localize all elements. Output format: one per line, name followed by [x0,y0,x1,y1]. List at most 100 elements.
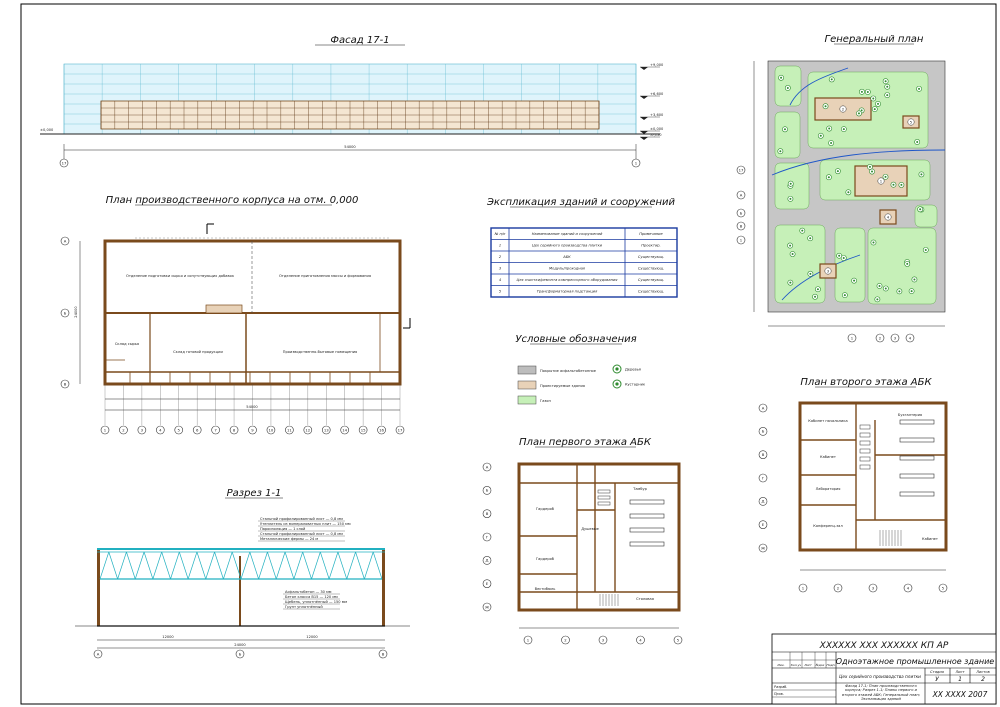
section-axis: Б [235,649,245,659]
title-code: XXXXXX XXX XXXXXX КП АР [819,641,949,651]
svg-text:А: А [762,405,765,410]
gp-building-number: 4 [887,214,890,219]
section-floor-note: Щебень, уплотнённый — 150 мм [285,600,347,604]
svg-text:2: 2 [564,637,567,642]
title-role-header: Изм. [777,663,784,667]
legend-title: Условные обозначения [515,333,636,345]
svg-text:В: В [64,381,67,386]
abk2-room-label: Кабинет [820,455,836,459]
legend-swatch [517,395,537,405]
explication-cell: Трансформаторная подстанция [537,290,598,294]
svg-text:Б: Б [486,488,489,493]
plan-axis-col: 6 [192,425,202,435]
facade-level-mark: -0,150 [650,133,662,137]
svg-text:1: 1 [851,335,854,340]
gp-building-number: 3 [827,268,830,273]
svg-text:16: 16 [379,427,384,432]
title-stage: У [935,676,939,683]
explication-header-cell: Наименование зданий и сооружений [532,232,603,236]
gp-building-number: 5 [910,119,913,124]
section-note: Стальной профилированный лист — 0,8 мм [260,517,343,521]
legend-label: Проектируемые здания [540,384,585,388]
plan-room-2: Отделение приготовления массы и формован… [279,274,371,278]
lawn-area [867,227,937,305]
plan-room-5: Производственно-бытовые помещения [283,350,357,354]
gp-axis-col: 4 [905,333,915,343]
svg-text:11: 11 [287,427,292,432]
explication-cell: Существующ. [638,290,664,294]
svg-text:3: 3 [872,585,875,590]
section-note: Утеплитель из минераловатных плит — 150 … [260,522,351,526]
gp-axis-col: 1 [847,333,857,343]
abk-second-floor-plan: План второго этажа АБК Кабинет начальник… [758,377,948,593]
facade-title: Фасад 17-1 [330,35,389,46]
svg-text:5: 5 [178,427,181,432]
svg-text:5: 5 [677,637,680,642]
gp-axis-row: А [736,190,746,200]
svg-text:7: 7 [214,427,217,432]
abk2-room-label: Лаборатория [816,487,841,491]
section-dim-total: 24000 [234,643,246,647]
svg-text:Б: Б [64,310,67,315]
abk2-axis-col: 2 [833,583,843,593]
svg-text:13: 13 [324,427,329,432]
gp-axis-col: 2 [875,333,885,343]
svg-text:Б: Б [239,651,242,656]
svg-text:3: 3 [141,427,144,432]
section-dim-left: 12000 [162,635,174,639]
genplan-title: Генеральный план [825,34,924,45]
section-floor-note: Грунт уплотнённый [285,605,323,609]
explication-cell: 4 [499,278,502,282]
svg-text:14: 14 [342,427,347,432]
plan-axis-col: 12 [303,425,313,435]
abk1-room-label: Вестибюль [535,587,556,591]
svg-text:4: 4 [639,637,642,642]
title-subject: Одноэтажное промышленное здание [836,657,995,666]
abk1-axis-col: 1 [523,635,533,645]
abk1-title: План первого этажа АБК [519,437,652,448]
svg-text:2: 2 [879,335,882,340]
svg-text:В: В [762,452,765,457]
explication-cell: Существующ. [638,267,664,271]
title-person-role: Пров. [774,692,784,696]
legend-swatch [517,365,537,375]
explication-cell: 2 [499,255,502,259]
facade-level-mark-left: ±0,000 [40,128,54,132]
abk1-axis-col: 3 [598,635,608,645]
legend-label: Газон [540,399,552,403]
svg-text:Г: Г [486,534,489,539]
svg-text:10: 10 [269,427,274,432]
plan-title: План производственного корпуса на отм. 0… [106,195,359,206]
abk2-room-label: Кабинет начальника [808,419,847,423]
svg-text:Д: Д [762,499,765,504]
plan-room-1: Отделение подготовки сырья и сопутствующ… [126,274,235,278]
section-floor-note: Бетон класса B15 — 120 мм [285,595,338,599]
svg-text:Е: Е [486,581,489,586]
svg-text:А: А [97,651,100,656]
abk2-axis-row: Ж [758,543,768,553]
title-sheet-desc: Цех серийного производства плитки [839,674,921,679]
svg-text:4: 4 [909,335,912,340]
explication-header-cell: Примечание [639,232,663,236]
plan-axis-col: 11 [285,425,294,435]
abk2-axis-row: Г [758,473,768,483]
legend-label: Покрытие асфальтобетонное [540,369,597,373]
facade-dim-total: 54000 [344,145,356,149]
abk-first-floor-plan: План первого этажа АБК ГардеробГардеробД… [482,437,683,645]
explication-header-cell: № п/п [494,232,506,236]
facade-drawing: Фасад 17-1 +9,000+6,600+3,600±0,000-0,15… [40,35,664,168]
plan-axis-col: 1 [100,425,110,435]
facade-level-mark: +3,600 [650,113,664,117]
svg-text:А: А [740,192,743,197]
plan-axis-col: 15 [358,425,368,435]
title-sheet-content-wrap: Фасад 17-1; План производственного корпу… [842,684,920,701]
explication-cell: Существующ. [638,255,664,259]
svg-text:Е: Е [762,522,765,527]
svg-text:А: А [64,238,67,243]
plan-axis-col: 13 [321,425,331,435]
plan-axis-row: В [60,379,70,389]
section-note: Стальной профилированный лист — 0,8 мм [260,532,343,536]
legend-swatch [517,380,537,390]
svg-text:Ж: Ж [485,604,490,609]
